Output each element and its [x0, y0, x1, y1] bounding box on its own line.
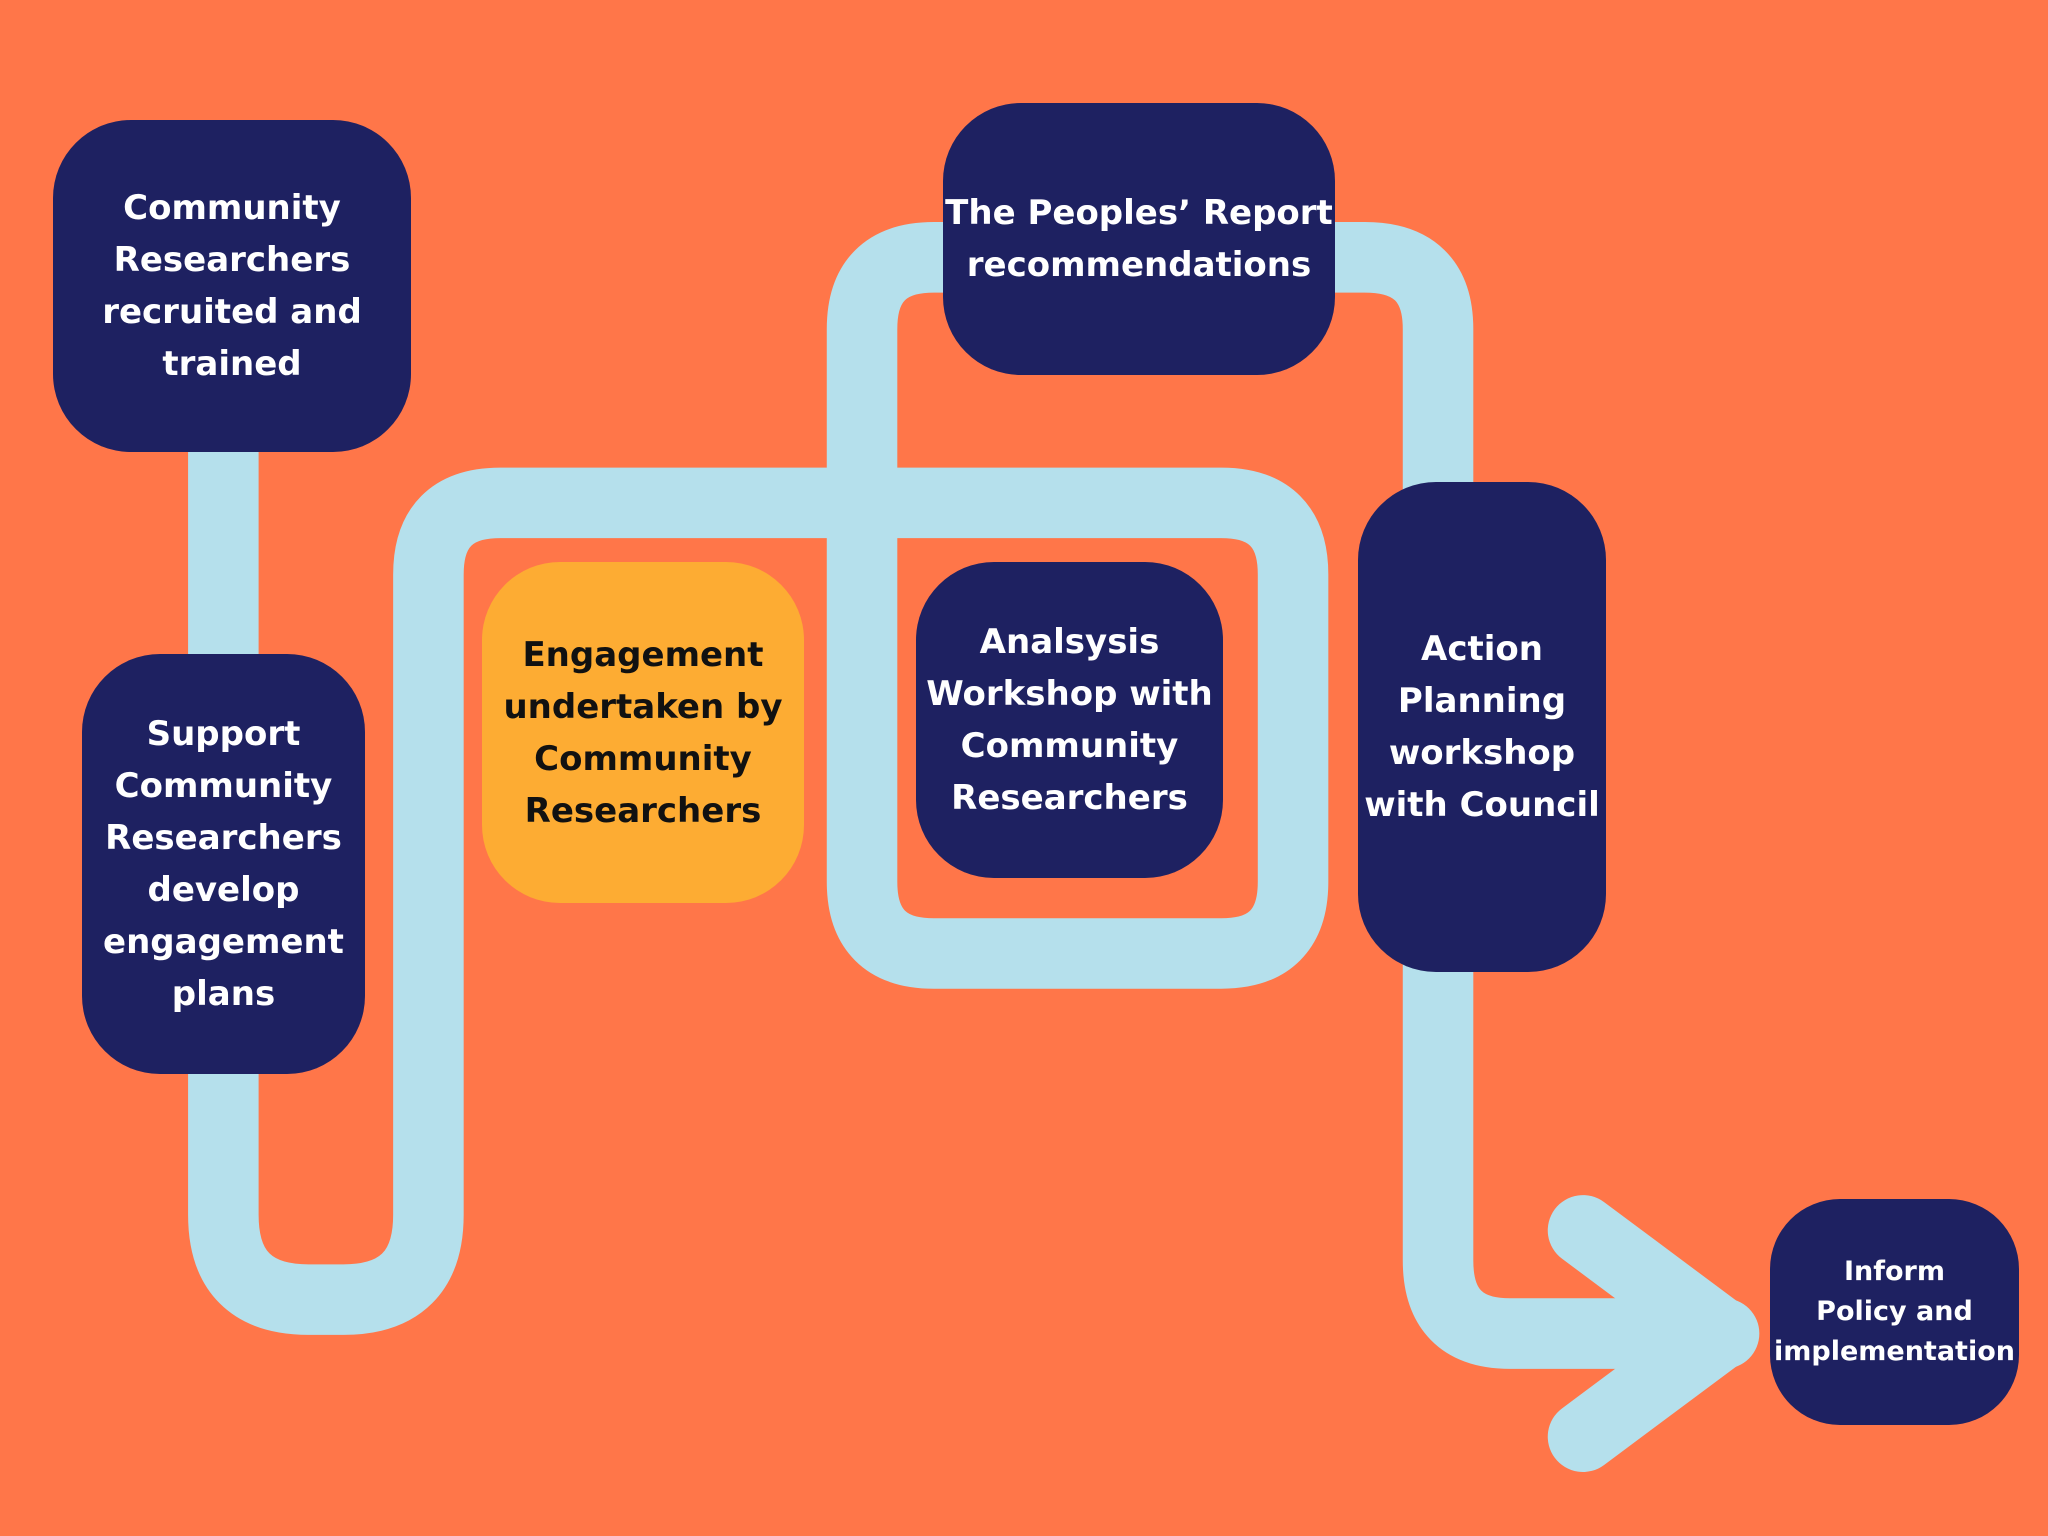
- node-support-label: Support Community Researchers develop en…: [103, 714, 344, 1014]
- node-recruit-label: Community Researchers recruited and trai…: [102, 188, 362, 384]
- node-recruit: Community Researchers recruited and trai…: [53, 120, 411, 452]
- node-report-label: The Peoples’ Report recommendations: [945, 193, 1333, 285]
- node-engagement-label: Engagement undertaken by Community Resea…: [503, 634, 783, 831]
- node-report: The Peoples’ Report recommendations: [943, 103, 1335, 375]
- node-inform-label: Inform Policy and implementation: [1773, 1256, 2015, 1367]
- node-action: Action Planning workshop with Council: [1358, 482, 1606, 972]
- node-analysis-label: Analsysis Workshop with Community Resear…: [926, 622, 1213, 818]
- node-action-label: Action Planning workshop with Council: [1364, 629, 1600, 825]
- node-inform: Inform Policy and implementation: [1770, 1199, 2019, 1425]
- node-analysis: Analsysis Workshop with Community Resear…: [916, 562, 1223, 878]
- arrow-head-icon: [1547, 1195, 1757, 1472]
- node-engagement: Engagement undertaken by Community Resea…: [482, 562, 804, 903]
- path-segment-recruit-to-support: [188, 222, 1760, 1369]
- node-support: Support Community Researchers develop en…: [82, 654, 365, 1074]
